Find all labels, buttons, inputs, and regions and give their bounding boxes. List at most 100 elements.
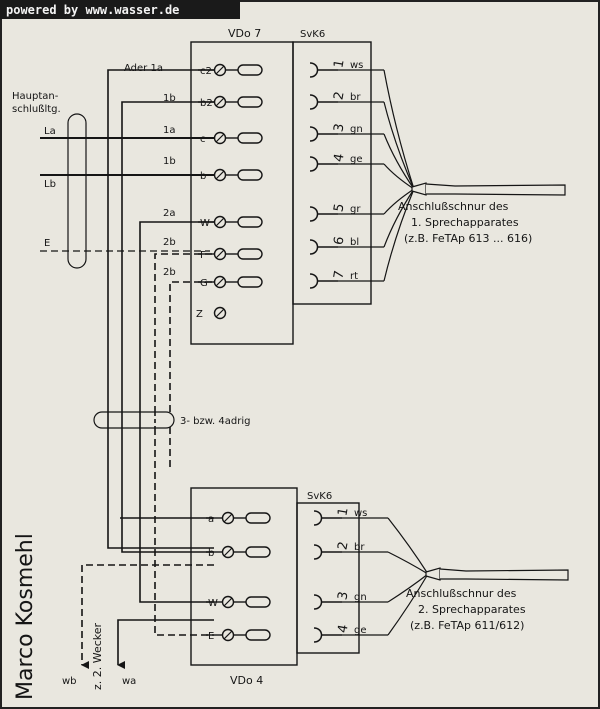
wire-b [121, 101, 214, 553]
vdo7-terminal-2-contact [237, 132, 263, 144]
vdo7-terminal-6-label: G [200, 278, 208, 289]
svk6-top-pin-7-color: rt [350, 271, 358, 282]
main-cable-sleeve [67, 113, 87, 269]
svk6-bottom-pin-2-number: 2 [335, 540, 351, 551]
fan-bottom-wire-2 [387, 551, 429, 575]
mid-cable-sleeve [93, 411, 175, 429]
fan-bottom [387, 517, 429, 636]
author-name: Marco Kosmehl [13, 533, 38, 700]
svk6-top-pin-1-number: 1 [331, 58, 347, 69]
wire-wb [81, 564, 214, 669]
vdo4-terminal-1-contact [245, 546, 271, 558]
wire-wa [117, 619, 214, 669]
wa-label: wa [122, 676, 136, 687]
vdo7-terminal-1-contact [237, 96, 263, 108]
vdo7-terminal-1: b2 [198, 95, 263, 109]
svk6-top-pin-5-number: 5 [331, 202, 347, 213]
vdo7-terminal-4: W [198, 215, 263, 229]
wire-a [107, 69, 214, 549]
fan-top-wire-6 [383, 188, 415, 248]
la-label: La [44, 126, 56, 137]
fan-top-wire-2 [383, 101, 415, 190]
fan-top-wire-3 [383, 133, 415, 190]
svk6-top-pin-5-color: gr [350, 204, 361, 215]
vdo7-terminal-0-label: c2 [200, 66, 212, 77]
connector-top-cord [425, 183, 566, 196]
svk6-bottom-pin-4-number: 4 [335, 623, 351, 634]
vdo7-terminal-z-label: Z [196, 309, 203, 320]
vdo7-terminal-2: c [198, 131, 263, 145]
svk6-bottom-pin-2-color: br [354, 542, 365, 553]
vdo4-terminal-0-label: a [208, 514, 214, 525]
vdo4-box [190, 487, 298, 666]
fan-top [383, 69, 415, 282]
e-label: E [44, 238, 50, 249]
main-line-label-1: Hauptan- [12, 91, 59, 102]
ader-label: Ader 1a [124, 63, 163, 74]
svk6-top-pin-6-number: 6 [331, 235, 347, 246]
fan-bottom-wire-4 [387, 573, 429, 636]
vdo4-title: VDo 4 [230, 674, 263, 687]
vdo7-title: VDo 7 [228, 27, 261, 40]
svk6-top-box [292, 41, 372, 305]
vdo7-left-label-1a: 1a [163, 125, 176, 136]
wecker-label: z. 2. Wecker [91, 622, 104, 690]
wire-e [154, 253, 214, 636]
vdo4-terminal-1-label: b [208, 548, 214, 559]
vdo7-terminal-2-label: c [200, 134, 206, 145]
connector-bottom-cord [439, 568, 569, 581]
svk6-bottom-pin-3-color: gn [354, 592, 367, 603]
connector-top-line1: Anschlußschnur des [398, 200, 509, 213]
connector-bottom-plug [425, 567, 441, 581]
vdo7-box [190, 41, 294, 345]
vdo7-left-label-2a: 2a [163, 208, 176, 219]
svk6-top-pin-7-number: 7 [331, 269, 347, 280]
cable-note: 3- bzw. 4adrig [180, 416, 250, 427]
vdo7-left-label-2b-2: 2b [163, 267, 176, 278]
vdo7-left-label-1b-2: 1b [163, 156, 176, 167]
svk6-top-pin-2-color: br [350, 92, 361, 103]
main-line: Hauptan- schlußltg. La Lb E [12, 91, 214, 269]
vdo7-terminal-z: Z [196, 306, 227, 320]
connector-top-plug [411, 182, 427, 196]
vdo7-terminal-6-contact [237, 276, 263, 288]
svk6-bottom-title: SvK6 [307, 491, 332, 502]
svk6-top-pin-6-color: bl [350, 237, 359, 248]
connector-top-line3: (z.B. FeTAp 613 ... 616) [404, 232, 532, 245]
vdo4-terminal-1: b [206, 545, 271, 559]
svk6-top-pin-4-number: 4 [331, 152, 347, 163]
interconnect-wires [81, 69, 214, 669]
svk6-bottom-pin-1-color: ws [354, 508, 367, 519]
svk6-top-pin-4-color: ge [350, 154, 363, 165]
svk6-bottom-box [296, 502, 360, 654]
vdo7-terminal-1-label: b2 [200, 98, 213, 109]
watermark: powered by www.wasser.de [6, 3, 179, 17]
vdo7-terminal-0: c2 [198, 63, 263, 77]
vdo7-terminal-3-contact [237, 169, 263, 181]
vdo7-terminal-4-label: W [200, 218, 210, 229]
wire-g [169, 281, 212, 470]
vdo7-terminal-5-contact [237, 248, 263, 260]
svk6-bottom-pin-4-color: ge [354, 625, 367, 636]
svk6-top-pin-3-color: gn [350, 124, 363, 135]
vdo4-terminal-2-contact [245, 596, 271, 608]
main-line-label-2: schlußltg. [12, 104, 61, 115]
vdo4-terminal-0-contact [245, 512, 271, 524]
fan-top-wire-7 [383, 188, 415, 282]
wb-label: wb [62, 676, 77, 687]
svk6-top-title: SvK6 [300, 29, 325, 40]
vdo4-terminal-2: W [206, 595, 271, 609]
